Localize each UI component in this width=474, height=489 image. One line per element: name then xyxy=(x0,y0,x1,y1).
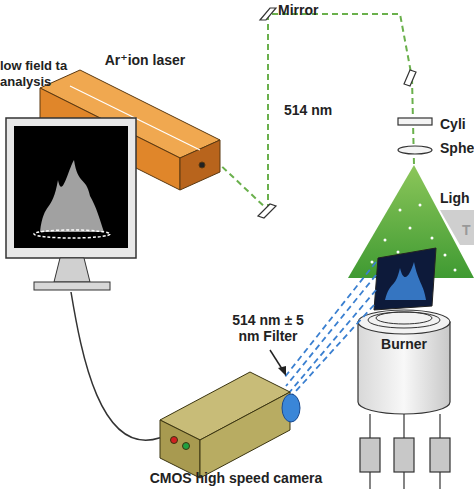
flame xyxy=(385,262,426,300)
cable xyxy=(71,292,160,440)
camera-box: CMOS high speed camera xyxy=(160,372,300,478)
part-label: T xyxy=(462,222,474,238)
part-label: Sphe xyxy=(440,140,474,156)
part-label: Cyli xyxy=(440,116,474,132)
laser-box: Ar⁺ion laser xyxy=(40,52,222,192)
wavelength-label: 514 nm xyxy=(284,102,344,118)
gas-supply xyxy=(360,414,450,489)
filter-pointer-head xyxy=(278,366,286,376)
lens-symbol xyxy=(398,118,432,154)
flame-image xyxy=(374,248,436,310)
mirror-symbol xyxy=(258,8,416,218)
scattered-light xyxy=(284,262,376,402)
monitor-box: low field ta analysis xyxy=(6,118,136,292)
node-label: low field ta analysis xyxy=(0,58,70,90)
node-label: Ar⁺ion laser xyxy=(70,52,220,68)
laser-beam xyxy=(215,14,414,210)
part-label: Ligh xyxy=(440,190,474,206)
node-label: Burner xyxy=(358,336,450,352)
node-label: CMOS high speed camera xyxy=(136,470,336,486)
burner-body xyxy=(358,310,450,414)
tracer-plane xyxy=(440,210,474,245)
filter-label: 514 nm ± 5 nm Filter xyxy=(226,312,310,344)
camera-body xyxy=(160,372,300,478)
monitor xyxy=(6,118,136,290)
burner-box: Burner xyxy=(358,322,450,414)
part-label: Mirror xyxy=(278,2,338,18)
